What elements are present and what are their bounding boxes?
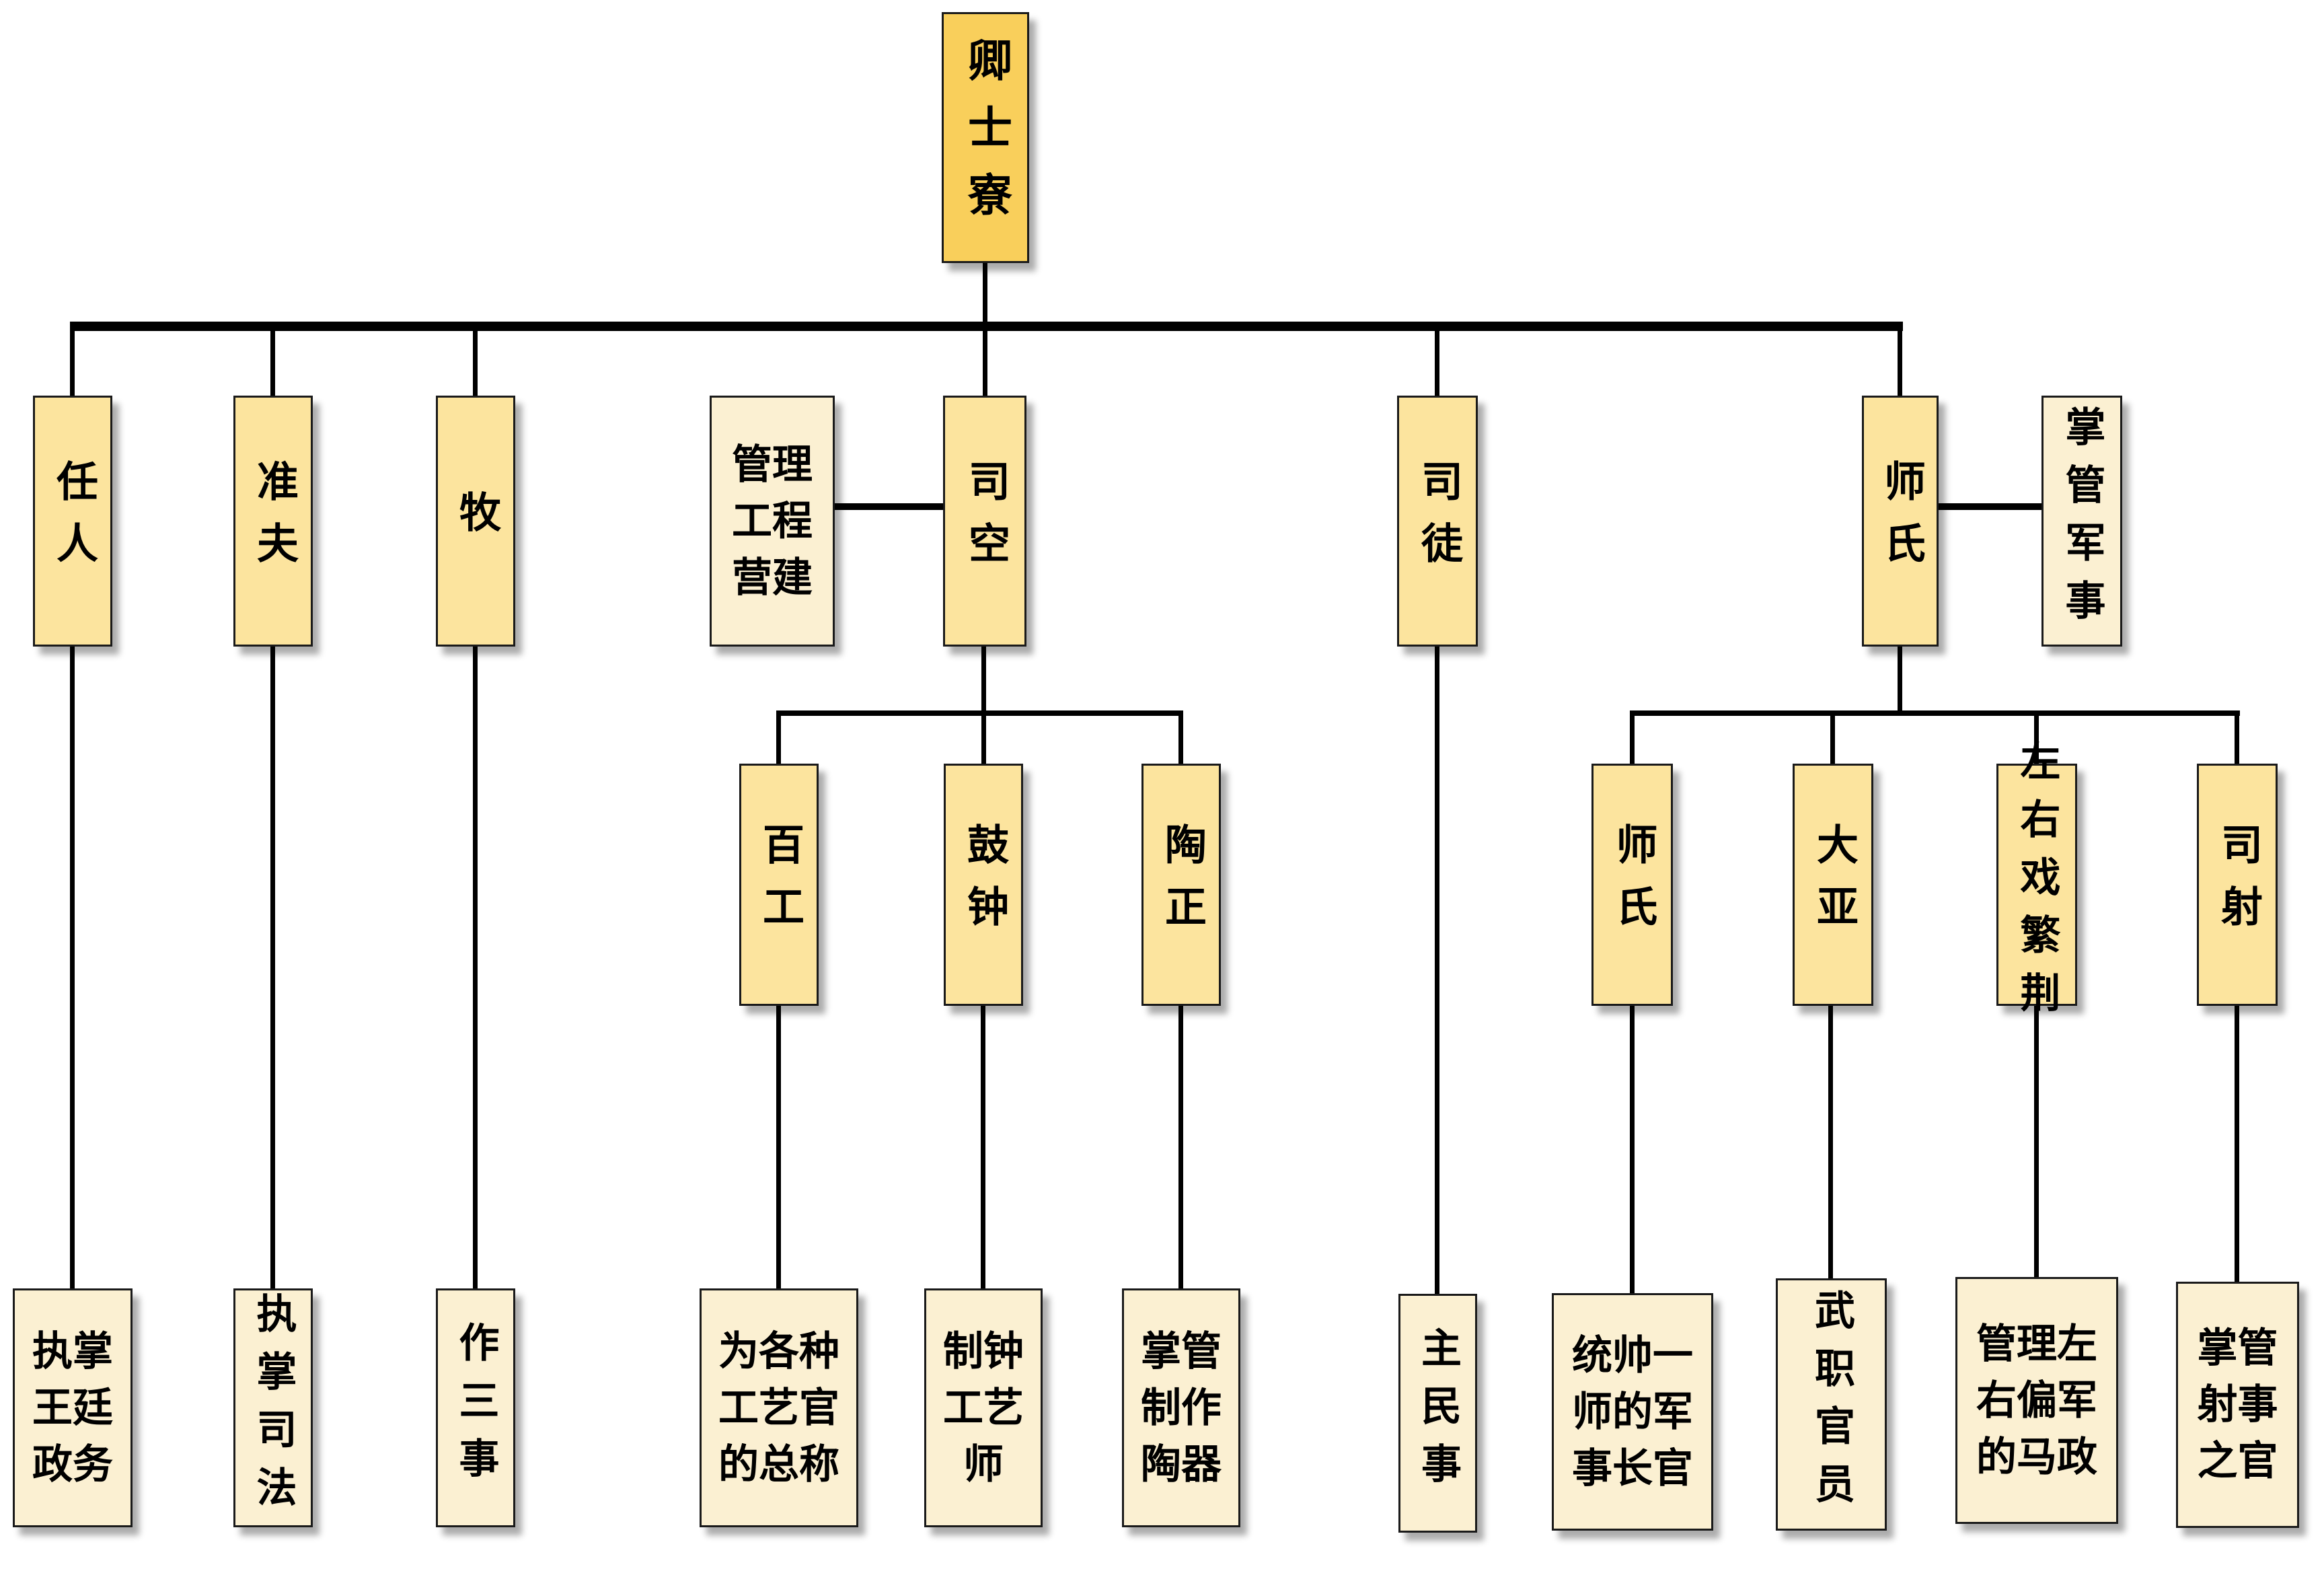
node-shishi-label: 师氏	[1877, 459, 1923, 583]
node-shishi-2-label: 师氏	[1609, 823, 1655, 947]
edge-renren-to-desc	[70, 643, 75, 1292]
edge-zuoyouxifanjing-to-desc	[2034, 1002, 2039, 1281]
node-guzhong-label: 鼓钟	[961, 823, 1006, 947]
node-situ-label: 司徒	[1415, 459, 1460, 583]
desc-taozheng: 掌管制作陶器	[1122, 1288, 1240, 1527]
edge-sikong-sub-rail	[776, 710, 1183, 716]
desc-zuoyouxifanjing: 管理左右偏军的马政	[1955, 1277, 2118, 1524]
edge-note-to-sikong	[831, 503, 946, 510]
node-daya-label: 大亚	[1810, 823, 1856, 947]
edge-daya-to-desc	[1828, 1002, 1833, 1282]
edge-baigong-to-desc	[776, 1002, 781, 1292]
desc-guzhong-text: 制钟工艺师	[943, 1329, 1024, 1487]
desc-zhunfu: 执掌司法	[233, 1288, 313, 1527]
edge-taozheng-to-desc	[1178, 1002, 1183, 1292]
node-qingshiliao: 卿士寮	[942, 12, 1029, 263]
node-baigong: 百工	[739, 764, 819, 1006]
node-baigong-label: 百工	[756, 823, 802, 947]
desc-renren-text: 执掌王廷政务	[32, 1329, 113, 1487]
node-shishi: 师氏	[1862, 396, 1939, 647]
edge-rail-to-shishi	[1898, 330, 1902, 398]
node-qingshiliao-label: 卿士寮	[961, 36, 1010, 239]
node-sishe-label: 司射	[2214, 823, 2260, 947]
note-shishi-label: 掌管军事	[2060, 405, 2104, 637]
node-sikong: 司空	[943, 396, 1026, 647]
desc-mu-text: 作三事	[453, 1321, 498, 1495]
node-zhunfu-label: 准夫	[250, 459, 296, 583]
node-taozheng-label: 陶正	[1158, 823, 1204, 947]
desc-renren: 执掌王廷政务	[13, 1288, 133, 1527]
node-mu-label: 牧	[453, 490, 498, 552]
desc-zuoyouxifanjing-text: 管理左右偏军的马政	[1976, 1321, 2097, 1479]
desc-situ: 主民事	[1398, 1294, 1477, 1533]
desc-shishi-2-text: 统帅一师的军事长官	[1572, 1333, 1693, 1491]
node-zhunfu: 准夫	[233, 396, 313, 647]
node-taozheng: 陶正	[1141, 764, 1221, 1006]
node-guzhong: 鼓钟	[944, 764, 1023, 1006]
edge-rail-to-renren	[70, 330, 75, 398]
edge-shishi2-to-desc	[1630, 1002, 1635, 1297]
node-situ: 司徒	[1397, 396, 1478, 647]
edge-guzhong-to-desc	[981, 1002, 985, 1292]
node-daya: 大亚	[1793, 764, 1873, 1006]
edge-mu-to-desc	[473, 643, 478, 1292]
desc-baigong: 为各种工艺官的总称	[700, 1288, 858, 1527]
edge-shishi-feed	[1898, 643, 1902, 715]
edge-zhunfu-to-desc	[270, 643, 275, 1292]
edge-subrail-to-zuoyouxifanjing	[2034, 715, 2039, 767]
edge-rail-to-mu	[473, 330, 478, 398]
desc-daya-text: 武职官员	[1809, 1288, 1854, 1521]
node-zuoyouxifanjing-label: 左右戏繁荆	[2015, 740, 2059, 1029]
node-renren: 任人	[33, 396, 112, 647]
node-renren-label: 任人	[50, 459, 96, 583]
node-sikong-label: 司空	[962, 459, 1008, 583]
desc-situ-text: 主民事	[1415, 1326, 1460, 1500]
desc-sishe: 掌管射事之官	[2176, 1282, 2299, 1528]
edge-subrail-to-baigong	[776, 715, 781, 767]
note-shishi: 掌管军事	[2041, 396, 2122, 647]
edge-subrail-to-taozheng	[1178, 715, 1183, 767]
edge-root-to-sikong	[983, 261, 987, 398]
node-zuoyouxifanjing: 左右戏繁荆	[1996, 740, 2077, 1029]
edge-subrail-to-daya	[1830, 715, 1835, 767]
node-mu: 牧	[436, 396, 515, 647]
desc-daya: 武职官员	[1776, 1278, 1887, 1531]
node-shishi-2: 师氏	[1591, 764, 1673, 1006]
edge-sikong-through-guzhong	[981, 643, 986, 767]
edge-sishe-to-desc	[2235, 1002, 2239, 1286]
edge-rail-to-zhunfu	[270, 330, 275, 398]
desc-sishe-text: 掌管射事之官	[2197, 1326, 2278, 1484]
desc-mu: 作三事	[436, 1288, 515, 1527]
desc-shishi-2: 统帅一师的军事长官	[1552, 1293, 1713, 1531]
note-sikong-label: 管理工程营建	[732, 442, 813, 600]
edge-subrail-to-sishe	[2235, 715, 2239, 767]
note-sikong: 管理工程营建	[710, 396, 835, 647]
edge-shishi-sub-rail	[1630, 710, 2240, 716]
edge-subrail-to-shishi2	[1630, 715, 1635, 767]
edge-situ-to-desc	[1435, 643, 1439, 1298]
edge-rail-to-situ	[1435, 330, 1439, 398]
edge-shishi-to-note	[1935, 503, 2045, 510]
desc-baigong-text: 为各种工艺官的总称	[718, 1329, 839, 1487]
desc-taozheng-text: 掌管制作陶器	[1141, 1329, 1222, 1487]
desc-zhunfu-text: 执掌司法	[251, 1292, 295, 1524]
desc-guzhong: 制钟工艺师	[924, 1288, 1043, 1527]
node-sishe: 司射	[2197, 764, 2278, 1006]
